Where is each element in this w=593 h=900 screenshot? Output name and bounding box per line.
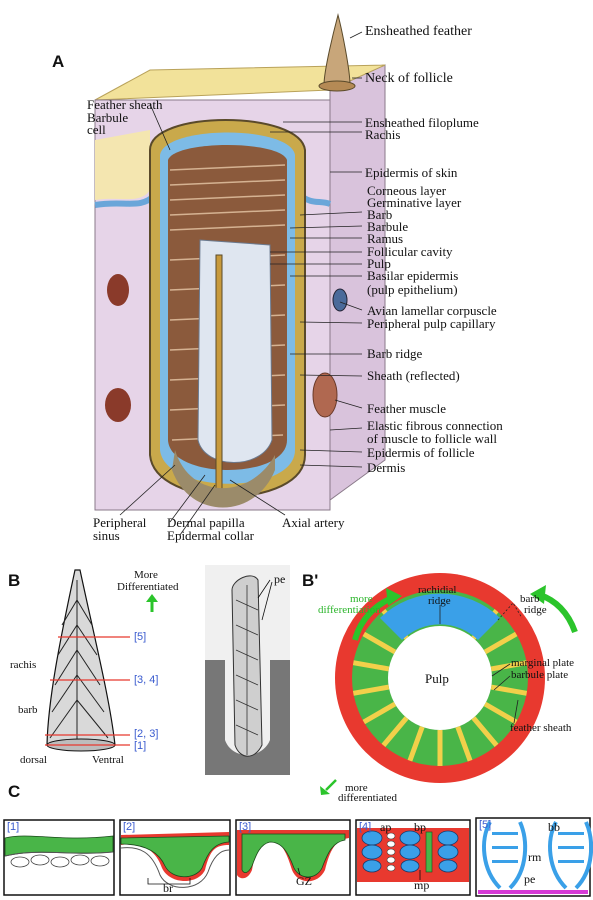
- barb-ridge-cross-section: [335, 573, 545, 783]
- panel-b-letter: B: [8, 571, 21, 590]
- label-neck-of-follicle: Neck of follicle: [365, 71, 453, 86]
- label-epidermis-of-skin: Epidermis of skin: [365, 165, 458, 180]
- label-peripheral-sinus-1: Peripheral: [93, 515, 147, 530]
- label-axial-artery: Axial artery: [282, 515, 345, 530]
- feather-cone-drawing: [46, 569, 116, 752]
- label-level-3-4: [3, 4]: [134, 674, 159, 686]
- label-feather-sheath-bprime: feather sheath: [510, 722, 572, 734]
- label-section-5: [5]: [479, 819, 492, 831]
- label-level-5: [5]: [134, 631, 147, 643]
- label-barb-ridge-2: ridge: [524, 604, 547, 616]
- label-ensheathed-feather: Ensheathed feather: [365, 24, 472, 39]
- label-ensheathed-filoplume: Ensheathed filoplume: [365, 115, 479, 130]
- label-differentiated-bottom: differentiated: [338, 792, 398, 804]
- label-rachis-b: rachis: [10, 659, 37, 671]
- label-ap: ap: [380, 820, 392, 834]
- label-level-2-3: [2, 3]: [134, 728, 159, 740]
- label-pe-b: pe: [274, 572, 286, 586]
- label-differentiation-top: differentiation: [318, 604, 381, 616]
- label-feather-sheath: Feather sheath: [87, 97, 163, 112]
- histology-section-1: [3, 819, 115, 896]
- label-barbule-a: Barbule: [367, 219, 409, 234]
- label-follicular-cavity: Follicular cavity: [367, 244, 453, 259]
- section-level-lines: [45, 636, 130, 746]
- label-epidermis-of-follicle: Epidermis of follicle: [367, 445, 475, 460]
- panel-a-leader-lines: [119, 31, 363, 536]
- label-barb-ridge-1: barb: [520, 593, 540, 605]
- label-elastic-2: of muscle to follicle wall: [367, 431, 497, 446]
- label-section-4: [4]: [359, 821, 372, 833]
- panel-a-letter: A: [52, 52, 65, 71]
- label-barbule-plate: barbule plate: [511, 669, 569, 681]
- label-section-2: [2]: [123, 821, 136, 833]
- label-rachidial-ridge: ridge: [428, 595, 451, 607]
- label-germinative-layer: Germinative layer: [367, 195, 462, 210]
- label-br: br: [163, 881, 173, 895]
- label-dermis: Dermis: [367, 460, 406, 475]
- label-sheath-reflected: Sheath (reflected): [367, 368, 460, 383]
- label-dorsal: dorsal: [20, 754, 47, 766]
- label-pe-c: pe: [524, 872, 536, 886]
- label-rm: rm: [528, 850, 542, 864]
- label-ventral: Ventral: [92, 754, 124, 766]
- label-elastic-1: Elastic fibrous connection: [367, 418, 503, 433]
- label-dermal-papilla: Dermal papilla: [167, 515, 245, 530]
- label-differentiated: Differentiated: [117, 581, 179, 593]
- label-basilar-epidermis: Basilar epidermis: [367, 268, 459, 283]
- label-feather-muscle: Feather muscle: [367, 401, 447, 416]
- label-pulp-a: Pulp: [367, 256, 391, 271]
- label-rachis-a: Rachis: [365, 127, 401, 142]
- label-barb-b: barb: [18, 704, 38, 716]
- label-section-3: [3]: [239, 821, 252, 833]
- histology-section-5: [475, 817, 593, 897]
- label-ramus: Ramus: [367, 231, 404, 246]
- label-pulp-epithelium: (pulp epithelium): [367, 282, 458, 297]
- follicle-illustration: [94, 13, 386, 511]
- label-bp: bp: [414, 820, 426, 834]
- label-mp: mp: [414, 878, 430, 892]
- label-epidermal-collar: Epidermal collar: [167, 528, 254, 543]
- histology-section-3: [235, 819, 351, 896]
- label-corneous-layer: Corneous layer: [367, 183, 447, 198]
- label-peripheral-pulp-capillary: Peripheral pulp capillary: [367, 316, 496, 331]
- histology-section-4: [355, 819, 471, 896]
- label-more: More: [134, 569, 158, 581]
- label-bb: bb: [548, 820, 560, 834]
- label-marginal-plate: marginal plate: [511, 657, 575, 669]
- more-differentiated-up-arrow: [146, 594, 158, 612]
- panel-bprime-letter: B': [302, 571, 319, 590]
- label-section-1: [1]: [7, 821, 20, 833]
- label-rachidial: rachidial: [418, 584, 457, 596]
- feather-follicle-photo: [205, 565, 290, 775]
- label-barb-a: Barb: [367, 207, 393, 222]
- label-gz: GZ: [296, 874, 312, 888]
- label-barbule-cell-1: Barbule: [87, 110, 129, 125]
- label-barbule-cell-2: cell: [87, 122, 106, 137]
- label-barb-ridge-a: Barb ridge: [367, 346, 423, 361]
- label-peripheral-sinus-2: sinus: [93, 528, 120, 543]
- label-avian-lamellar-corpuscle: Avian lamellar corpuscle: [367, 303, 497, 318]
- label-pulp-bprime: Pulp: [425, 671, 449, 686]
- label-more-bottom: more: [345, 782, 368, 794]
- differentiation-arrows: [320, 585, 578, 795]
- label-more-top: more: [350, 593, 373, 605]
- histology-section-2: [119, 819, 231, 896]
- label-level-1: [1]: [134, 740, 147, 752]
- panel-c-letter: C: [8, 782, 21, 801]
